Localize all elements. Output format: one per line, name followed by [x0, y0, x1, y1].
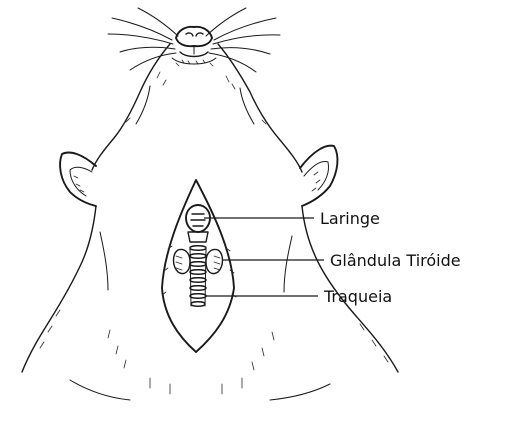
- snout: [172, 27, 216, 66]
- larynx-structure: [186, 205, 210, 242]
- labels: Laringe Glândula Tiróide Traqueia: [320, 209, 461, 306]
- thyroid-label: Glândula Tiróide: [330, 251, 461, 270]
- trachea-rings: [190, 246, 206, 307]
- right-ear: [300, 146, 337, 206]
- trachea-label: Traqueia: [323, 287, 392, 306]
- whiskers: [108, 8, 280, 72]
- left-ear: [60, 153, 96, 207]
- larynx-label: Laringe: [320, 209, 380, 228]
